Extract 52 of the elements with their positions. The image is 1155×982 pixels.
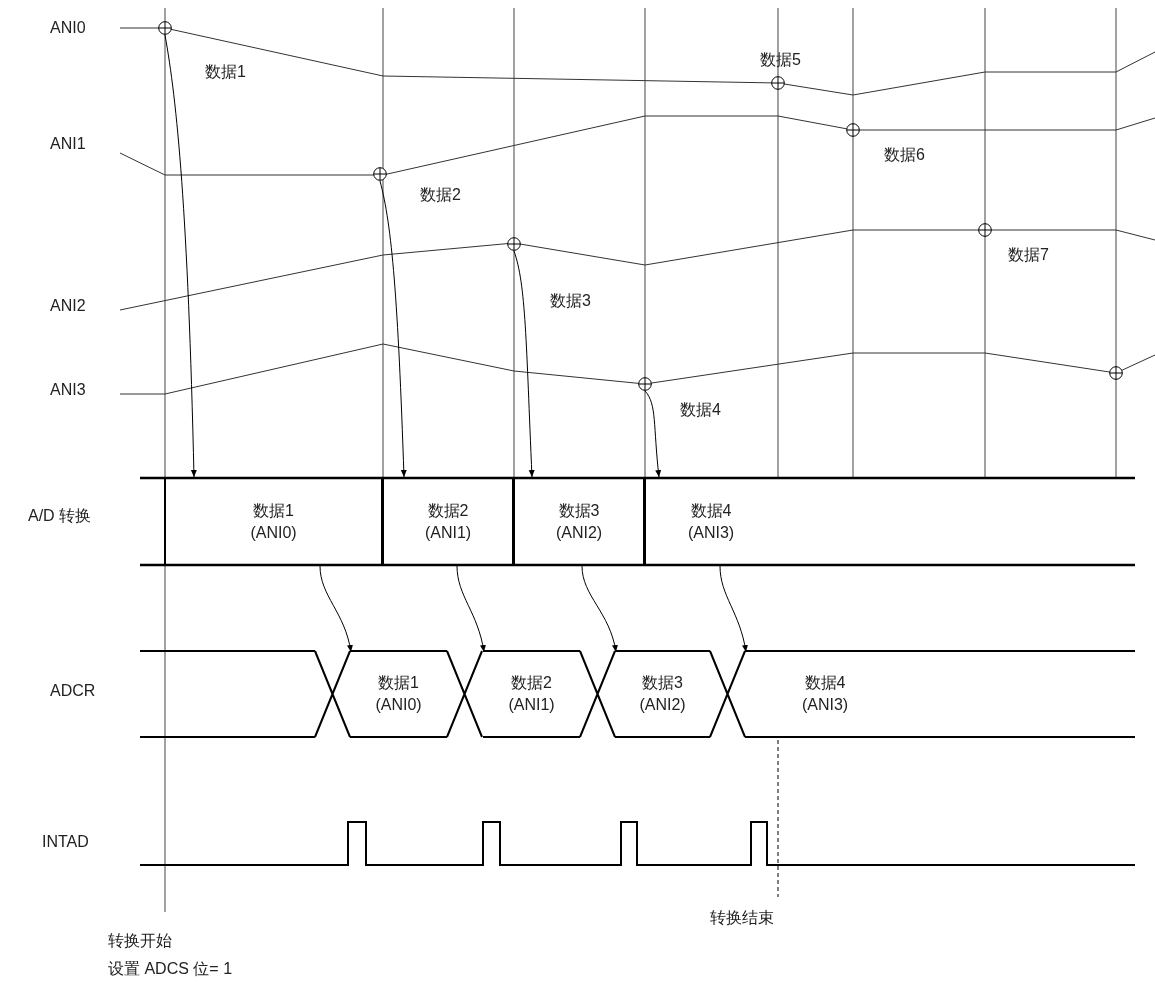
signal-label: ANI0 — [50, 18, 86, 38]
slot-text: (ANI2) — [555, 522, 603, 543]
signal-label: 转换开始 — [108, 931, 172, 951]
slot-text: (ANI0) — [375, 695, 422, 715]
slot-text: 数据1 — [253, 500, 294, 521]
arrow — [513, 250, 535, 478]
slot-text: 数据2 — [427, 500, 469, 521]
signal-label: INTAD — [42, 832, 89, 852]
signal-label: ANI3 — [50, 380, 86, 400]
slot-text: 数据4 — [690, 500, 732, 521]
arrow — [164, 34, 197, 478]
sample-point-circle — [158, 21, 172, 35]
signal-label: ANI1 — [50, 134, 86, 154]
conversion-slot — [382, 477, 514, 566]
sample-point-circle — [771, 76, 785, 90]
sample-label: 数据1 — [205, 62, 246, 82]
signal-label: A/D 转换 — [28, 506, 92, 526]
arrow — [644, 390, 662, 478]
sample-point-circle — [978, 223, 992, 237]
slot-text: 数据1 — [378, 673, 419, 693]
sample-label: 数据6 — [884, 145, 925, 165]
slot-text: (ANI3) — [687, 522, 735, 543]
slot-text: (ANI1) — [424, 522, 472, 543]
sample-point-circle — [638, 377, 652, 391]
sample-point-circle — [846, 123, 860, 137]
sample-label: 数据5 — [760, 50, 801, 70]
slot-text: (ANI1) — [508, 695, 555, 715]
signal-label: 设置 ADCS 位= 1 — [108, 959, 233, 979]
sample-label: 数据2 — [420, 185, 461, 205]
sample-label: 数据3 — [550, 291, 591, 311]
sample-point-circle — [1109, 366, 1123, 380]
conversion-slot — [513, 477, 645, 566]
signal-label: ADCR — [50, 681, 96, 701]
slot-text: 数据3 — [558, 500, 600, 521]
slot-text: 数据4 — [804, 673, 846, 693]
slot-text: 数据2 — [511, 673, 552, 693]
arrow — [456, 565, 486, 653]
signal-label: 转换结束 — [710, 908, 774, 928]
slot-text: (ANI2) — [639, 695, 686, 715]
conversion-slot — [164, 477, 383, 566]
arrow — [379, 180, 407, 478]
sample-point-circle — [373, 167, 387, 181]
sample-point-circle — [507, 237, 521, 251]
signal-label: ANI2 — [50, 296, 86, 316]
slot-text: (ANI0) — [250, 522, 297, 543]
sample-label: 数据4 — [680, 400, 721, 420]
arrow — [581, 565, 618, 653]
sample-label: 数据7 — [1008, 245, 1049, 265]
arrow — [719, 565, 748, 653]
slot-text: 数据3 — [642, 673, 683, 693]
arrow — [319, 565, 353, 653]
slot-text: (ANI3) — [801, 695, 849, 715]
